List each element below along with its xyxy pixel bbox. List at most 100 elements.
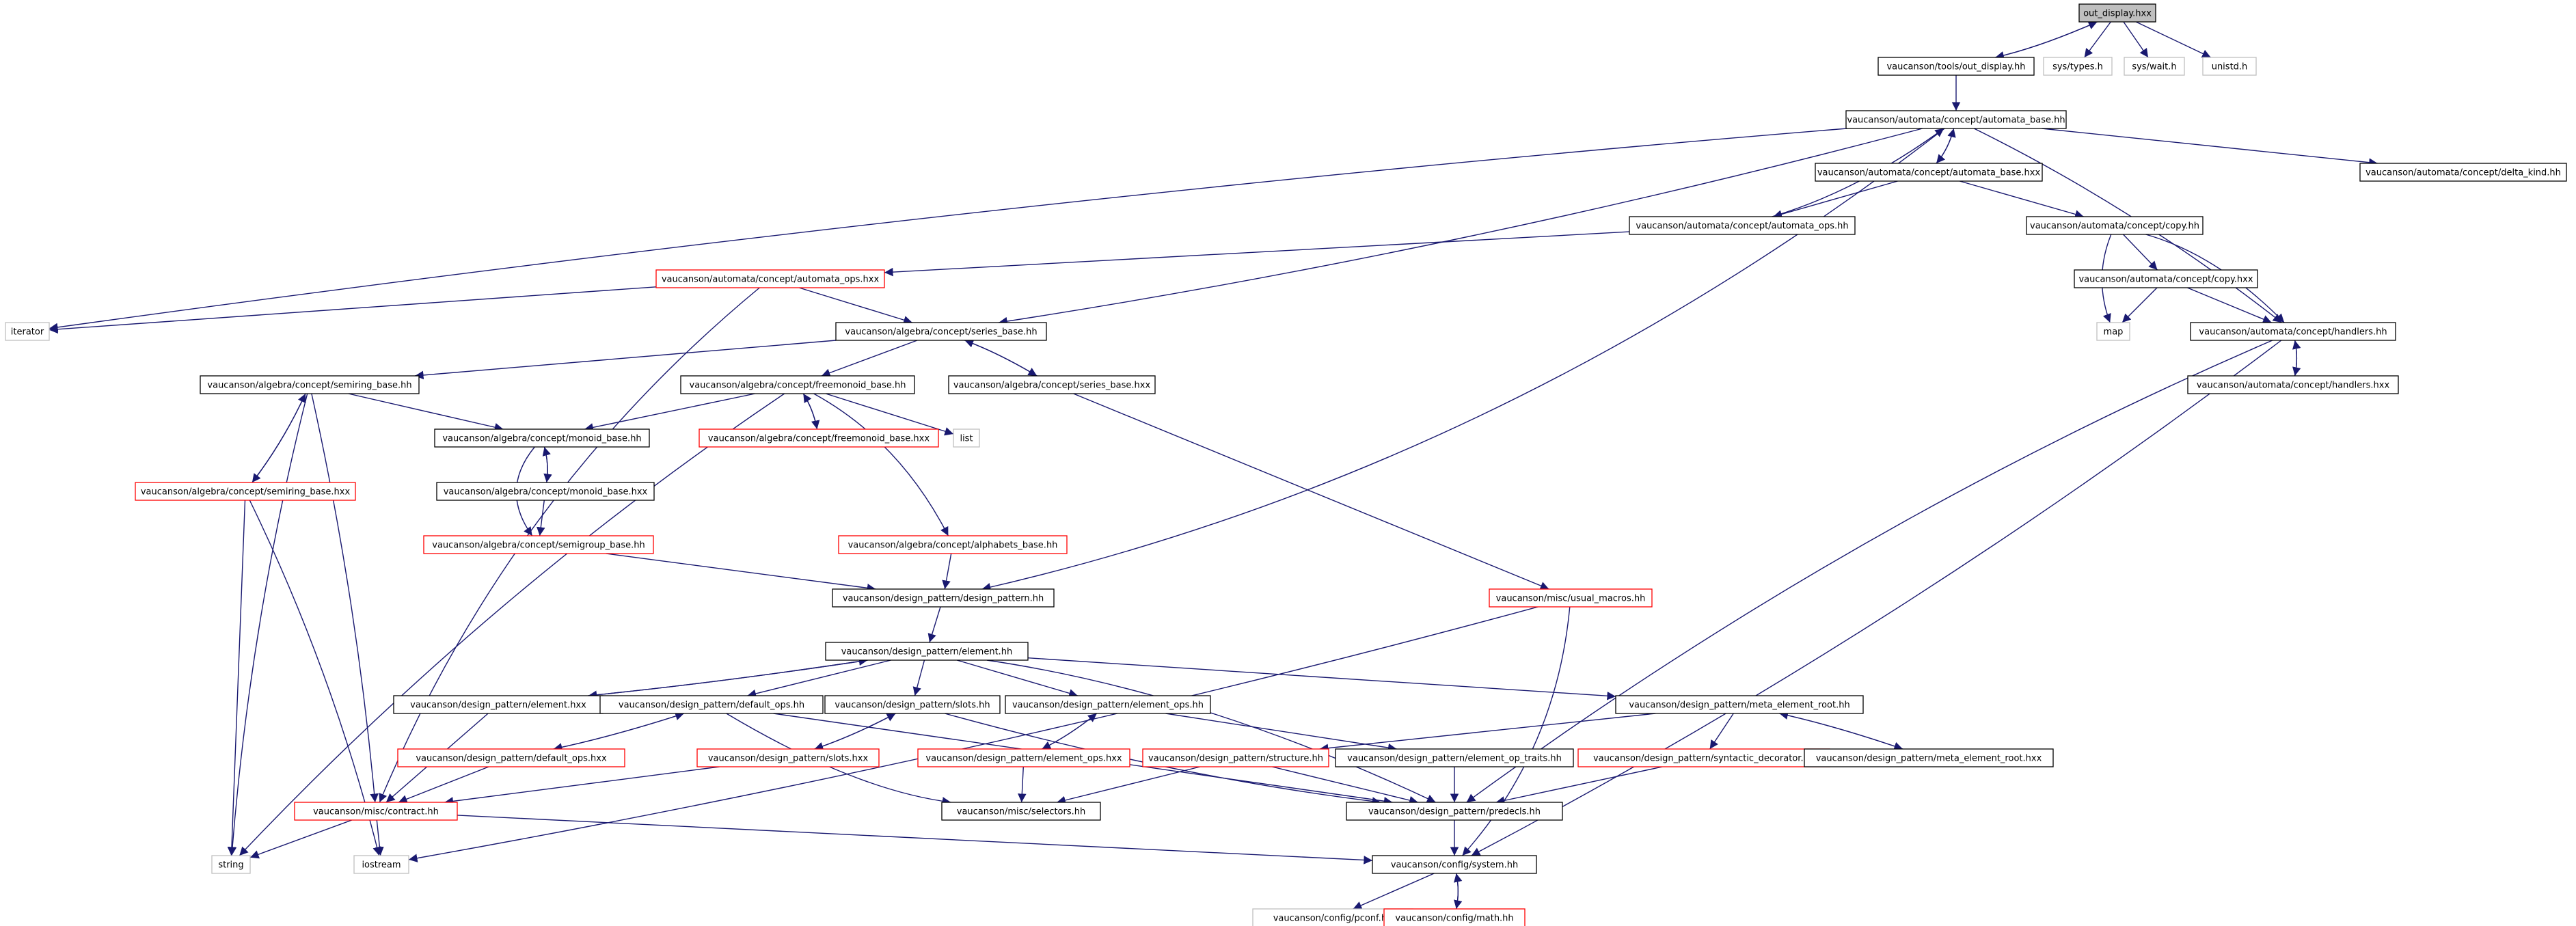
- file-node-element-hxx[interactable]: vaucanson/design_pattern/element.hxx: [393, 695, 604, 714]
- file-node-box: [825, 642, 1029, 661]
- file-node-predecls-hh[interactable]: vaucanson/design_pattern/predecls.hh: [1346, 802, 1563, 821]
- file-node-alphabets-base-hh[interactable]: vaucanson/algebra/concept/alphabets_base…: [838, 535, 1068, 554]
- file-node-unistd-h: unistd.h: [2202, 57, 2257, 76]
- file-node-selectors-hh[interactable]: vaucanson/misc/selectors.hh: [941, 802, 1101, 821]
- include-edge-element-hh-to-element-hxx: [588, 659, 868, 700]
- include-edge-usual-macros-hh-to-system-hh: [1462, 606, 1571, 856]
- include-edge-element-hh-to-element-ops-hh: [957, 659, 1078, 698]
- include-edge-element-hxx-to-element-hh: [588, 657, 868, 696]
- include-edge-series-base-hxx-to-usual-macros-hh: [1073, 393, 1549, 590]
- file-node-element-ops-hxx[interactable]: vaucanson/design_pattern/element_ops.hxx: [917, 748, 1130, 767]
- file-node-automata-ops-hh[interactable]: vaucanson/automata/concept/automata_ops.…: [1629, 216, 1856, 235]
- file-node-structure-hh[interactable]: vaucanson/design_pattern/structure.hh: [1142, 748, 1329, 767]
- include-edge-series-base-hh-to-freemonoid-base-hh: [821, 340, 918, 377]
- include-edge-automata-base-hxx-to-copy-hh: [1960, 180, 2084, 219]
- file-node-copy-hxx[interactable]: vaucanson/automata/concept/copy.hxx: [2074, 269, 2258, 288]
- include-edge-semiring-base-hh-to-semiring-base-hxx: [252, 393, 306, 483]
- include-edge-handlers-hh-to-system-hh: [1471, 340, 2282, 856]
- file-node-label: vaucanson/design_pattern/element_ops.hxx: [925, 754, 1122, 764]
- include-edge-element-hh-to-default-ops-hh: [747, 659, 891, 698]
- file-node-copy-hh[interactable]: vaucanson/automata/concept/copy.hh: [2026, 216, 2204, 235]
- file-node-design-pattern-hh[interactable]: vaucanson/design_pattern/design_pattern.…: [832, 588, 1055, 608]
- file-node-box: [599, 695, 824, 714]
- file-node-element-ops-hh[interactable]: vaucanson/design_pattern/element_ops.hh: [1005, 695, 1211, 714]
- include-edge-freemonoid-base-hh-to-monoid-base-hh: [584, 393, 755, 432]
- file-node-box: [2124, 57, 2185, 76]
- file-node-box: [1845, 110, 2067, 129]
- file-node-box: [655, 269, 885, 288]
- include-edge-tools-out-display-hh-to-out-display-hxx: [1995, 21, 2098, 58]
- file-node-box: [1577, 748, 1830, 767]
- file-node-semiring-base-hh[interactable]: vaucanson/algebra/concept/semiring_base.…: [200, 375, 420, 394]
- include-edge-automata-base-hh-to-delta-kind-hh: [2042, 128, 2378, 167]
- file-node-label: vaucanson/misc/contract.hh: [313, 807, 439, 817]
- file-node-label: iostream: [362, 860, 401, 871]
- file-node-default-ops-hh[interactable]: vaucanson/design_pattern/default_ops.hh: [599, 695, 824, 714]
- file-node-monoid-base-hxx[interactable]: vaucanson/algebra/concept/monoid_base.hx…: [436, 482, 655, 501]
- file-node-box: [838, 535, 1068, 554]
- include-edge-out-display-hxx-to-sys-wait-h: [2123, 21, 2149, 58]
- file-node-math-hh[interactable]: vaucanson/config/math.hh: [1383, 908, 1526, 926]
- file-node-handlers-hxx[interactable]: vaucanson/automata/concept/handlers.hxx: [2187, 375, 2399, 394]
- file-node-box: [2074, 269, 2258, 288]
- include-edge-structure-hh-to-selectors-hh: [1057, 766, 1200, 805]
- file-node-syntactic-decorator-hh[interactable]: vaucanson/design_pattern/syntactic_decor…: [1577, 748, 1830, 767]
- include-edge-alphabets-base-hh-to-design-pattern-hh: [942, 553, 952, 590]
- include-edge-automata-ops-hh-to-automata-ops-hxx: [884, 231, 1630, 277]
- file-node-box: [423, 535, 654, 554]
- file-node-meta-element-root-hxx[interactable]: vaucanson/design_pattern/meta_element_ro…: [1804, 748, 2054, 767]
- file-node-label: vaucanson/design_pattern/default_ops.hh: [619, 700, 804, 711]
- file-node-semigroup-base-hh[interactable]: vaucanson/algebra/concept/semigroup_base…: [423, 535, 654, 554]
- file-node-slots-hxx[interactable]: vaucanson/design_pattern/slots.hxx: [696, 748, 880, 767]
- file-node-box: [1372, 855, 1537, 874]
- file-node-handlers-hh[interactable]: vaucanson/automata/concept/handlers.hh: [2190, 322, 2396, 341]
- file-node-box: [2187, 375, 2399, 394]
- file-node-iterator: iterator: [5, 322, 50, 341]
- file-node-automata-ops-hxx[interactable]: vaucanson/automata/concept/automata_ops.…: [655, 269, 885, 288]
- file-node-label: vaucanson/automata/concept/automata_base…: [1847, 115, 2065, 126]
- file-node-series-base-hxx[interactable]: vaucanson/algebra/concept/series_base.hx…: [948, 375, 1156, 394]
- file-node-system-hh[interactable]: vaucanson/config/system.hh: [1372, 855, 1537, 874]
- include-edge-element-ops-hh-to-element-ops-hxx: [1042, 713, 1098, 750]
- file-node-box: [436, 482, 655, 501]
- file-node-out-display-hxx[interactable]: out_display.hxx: [2078, 3, 2156, 23]
- file-node-freemonoid-base-hxx[interactable]: vaucanson/algebra/concept/freemonoid_bas…: [699, 428, 939, 448]
- include-edge-handlers-hh-to-predecls-hh: [1466, 340, 2273, 803]
- include-edge-automata-ops-hxx-to-series-base-hh: [798, 287, 913, 325]
- file-node-monoid-base-hh[interactable]: vaucanson/algebra/concept/monoid_base.hh: [434, 428, 650, 448]
- file-node-box: [2190, 322, 2396, 341]
- include-edge-element-hh-to-predecls-hh: [986, 659, 1436, 803]
- file-node-usual-macros-hh[interactable]: vaucanson/misc/usual_macros.hh: [1489, 588, 1653, 608]
- file-node-label: out_display.hxx: [2083, 9, 2152, 19]
- file-node-box: [1804, 748, 2054, 767]
- file-node-label: vaucanson/design_pattern/slots.hh: [835, 700, 990, 711]
- file-node-label: map: [2104, 327, 2124, 338]
- file-node-series-base-hh[interactable]: vaucanson/algebra/concept/series_base.hh: [835, 322, 1047, 341]
- include-edge-meta-element-root-hh-to-syntactic-decorator-hh: [1709, 713, 1734, 750]
- file-node-map: map: [2096, 322, 2130, 341]
- file-node-label: vaucanson/design_pattern/meta_element_ro…: [1816, 754, 2042, 764]
- file-node-contract-hh[interactable]: vaucanson/misc/contract.hh: [294, 802, 458, 821]
- file-node-tools-out-display-hh[interactable]: vaucanson/tools/out_display.hh: [1877, 57, 2035, 76]
- file-node-label: vaucanson/tools/out_display.hh: [1886, 62, 2025, 72]
- file-node-meta-element-root-hh[interactable]: vaucanson/design_pattern/meta_element_ro…: [1615, 695, 1864, 714]
- include-edge-semiring-base-hxx-to-semiring-base-hh: [252, 393, 306, 483]
- file-node-slots-hh[interactable]: vaucanson/design_pattern/slots.hh: [824, 695, 1001, 714]
- include-edge-math-hh-to-system-hh: [1454, 873, 1463, 910]
- file-node-delta-kind-hh[interactable]: vaucanson/automata/concept/delta_kind.hh: [2359, 163, 2567, 182]
- file-node-semiring-base-hxx[interactable]: vaucanson/algebra/concept/semiring_base.…: [135, 482, 356, 501]
- include-edge-meta-element-root-hh-to-meta-element-root-hxx: [1779, 713, 1903, 750]
- file-node-automata-base-hh[interactable]: vaucanson/automata/concept/automata_base…: [1845, 110, 2067, 129]
- file-node-freemonoid-base-hh[interactable]: vaucanson/algebra/concept/freemonoid_bas…: [680, 375, 915, 394]
- file-node-element-hh[interactable]: vaucanson/design_pattern/element.hh: [825, 642, 1029, 661]
- include-edge-design-pattern-hh-to-element-hh: [927, 606, 941, 643]
- file-node-element-op-traits-hh[interactable]: vaucanson/design_pattern/element_op_trai…: [1335, 748, 1574, 767]
- file-node-label: vaucanson/design_pattern/syntactic_decor…: [1593, 754, 1815, 764]
- file-node-box: [397, 748, 625, 767]
- include-edge-automata-base-hh-to-series-base-hh: [999, 128, 1923, 326]
- include-edge-freemonoid-base-hh-to-list: [825, 393, 954, 436]
- file-node-automata-base-hxx[interactable]: vaucanson/automata/concept/automata_base…: [1815, 163, 2043, 182]
- file-node-default-ops-hxx[interactable]: vaucanson/design_pattern/default_ops.hxx: [397, 748, 625, 767]
- file-node-label: vaucanson/misc/usual_macros.hh: [1496, 594, 1646, 604]
